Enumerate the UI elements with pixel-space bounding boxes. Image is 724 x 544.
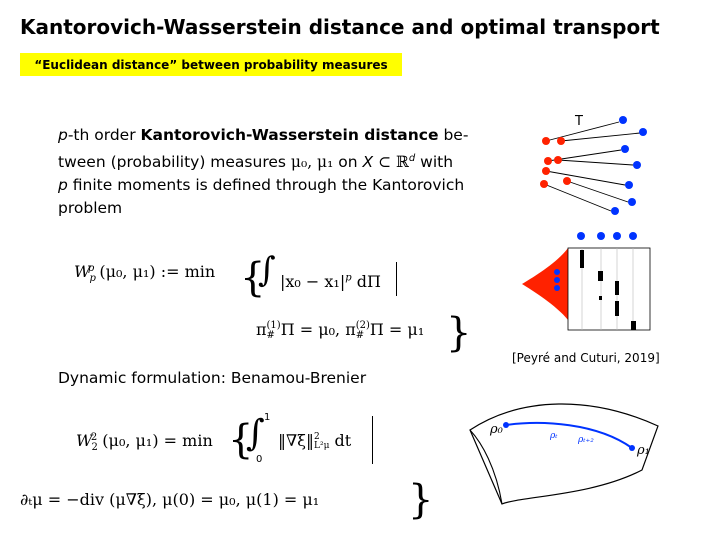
subtitle-banner: “Euclidean distance” between probability… bbox=[20, 53, 402, 76]
integral-sign-2: ∫ bbox=[246, 413, 265, 454]
rho1-label: ρ₁ bbox=[636, 443, 650, 458]
subset-symbol: ⊂ ℝ bbox=[373, 153, 409, 172]
pi2-sup: (2) bbox=[355, 319, 370, 331]
t-label: T bbox=[574, 114, 583, 129]
continuity-equation: ∂ₜμ = −div (μ∇ξ), μ(0) = μ₀, μ(1) = μ₁ bbox=[20, 490, 320, 509]
target-points bbox=[611, 116, 647, 215]
source-density bbox=[522, 248, 568, 320]
top-blue-points bbox=[577, 232, 637, 240]
norm-sup: 2 bbox=[313, 431, 320, 442]
integral-sign: ∫ bbox=[258, 250, 276, 290]
mu-pair: μ₀, μ₁ bbox=[290, 153, 334, 172]
geodesic-curve bbox=[505, 421, 633, 449]
right-brace-2: } bbox=[408, 477, 434, 523]
constraint-end: Π = μ₁ bbox=[369, 320, 425, 339]
text-fragment: be- bbox=[438, 126, 469, 144]
benamou-brenier-equation: W22 (μ₀, μ₁) = min bbox=[76, 431, 213, 453]
constraint-mid: Π = μ₀, π bbox=[280, 320, 356, 339]
transport-map-figure: T bbox=[540, 114, 647, 215]
left-blue-points bbox=[554, 269, 560, 291]
dynamic-heading: Dynamic formulation: Benamou-Brenier bbox=[58, 369, 367, 387]
integrand: |x₀ − x₁| bbox=[280, 272, 346, 291]
eq1-args: (μ₀, μ₁) := min bbox=[99, 262, 216, 281]
slide-title: Kantorovich-Wasserstein distance and opt… bbox=[20, 15, 660, 39]
w-symbol: W bbox=[74, 262, 91, 281]
coupling-box bbox=[567, 247, 651, 331]
eq1-integrand: |x₀ − x₁|p dΠ bbox=[280, 272, 381, 291]
left-brace: { bbox=[240, 255, 266, 301]
subtitle-text: “Euclidean distance” between probability… bbox=[34, 57, 388, 72]
manifold-surface bbox=[469, 403, 659, 505]
coupling-matrix-figure bbox=[522, 232, 651, 331]
eq3-args: (μ₀, μ₁) = min bbox=[102, 431, 213, 450]
geodesic-path-figure: ρ₀ ρ₁ ρₜ ρₜ₊₂ bbox=[469, 403, 659, 505]
w2-symbol: W bbox=[76, 431, 93, 450]
bold-term: Kantorovich-Wasserstein distance bbox=[140, 126, 439, 144]
text-fragment: tween (probability) measures bbox=[58, 153, 291, 172]
integrand-power: p bbox=[345, 272, 352, 284]
integral-upper: 1 bbox=[264, 412, 271, 423]
dt: dt bbox=[329, 431, 352, 450]
d-pi: dΠ bbox=[351, 272, 381, 291]
norm-sub: L²μ bbox=[313, 440, 330, 451]
pi-symbol: π bbox=[256, 320, 267, 339]
p-var-2: p bbox=[58, 176, 68, 195]
reference-citation: [Peyré and Cuturi, 2019] bbox=[512, 351, 660, 365]
rhot2-label: ρₜ₊₂ bbox=[577, 435, 594, 445]
transport-arrows bbox=[543, 121, 641, 212]
d-var: d bbox=[408, 153, 416, 164]
pi2-sub: # bbox=[355, 329, 365, 341]
separator-bar-2 bbox=[372, 416, 373, 464]
text-fragment: finite moments is defined through the Ka… bbox=[67, 176, 465, 195]
x-var: X bbox=[362, 153, 374, 172]
path-points bbox=[503, 422, 635, 451]
manifold-edge bbox=[469, 429, 503, 505]
rhot-label: ρₜ bbox=[549, 431, 558, 441]
coupling-gridlines bbox=[581, 248, 634, 330]
text-fragment: with bbox=[415, 153, 454, 172]
marginal-constraints: π(1)#Π = μ₀, π(2)#Π = μ₁ bbox=[256, 320, 424, 341]
integral-lower: 0 bbox=[256, 454, 263, 465]
w-subscript: p bbox=[89, 273, 96, 285]
w2-superscript: 2 bbox=[90, 431, 98, 443]
right-brace: } bbox=[446, 310, 472, 356]
w-superscript: p bbox=[87, 262, 95, 274]
source-points bbox=[540, 137, 571, 188]
norm-grad: ‖∇ξ‖ bbox=[278, 431, 314, 450]
w2-subscript: 2 bbox=[91, 442, 98, 454]
text-fragment: problem bbox=[58, 199, 123, 218]
text-fragment: on bbox=[333, 153, 363, 172]
left-brace-2: { bbox=[228, 417, 254, 463]
coupling-cells bbox=[580, 250, 636, 330]
path-labels: ρ₀ ρ₁ ρₜ ρₜ₊₂ bbox=[489, 422, 650, 458]
p-var: p bbox=[58, 126, 68, 144]
pi1-sup: (1) bbox=[266, 319, 281, 331]
pi1-sub: # bbox=[266, 329, 275, 341]
rho0-label: ρ₀ bbox=[489, 422, 504, 437]
kantorovich-equation: Wpp (μ₀, μ₁) := min bbox=[74, 262, 215, 284]
separator-bar bbox=[396, 262, 397, 296]
definition-paragraph: p-th order Kantorovich-Wasserstein dista… bbox=[58, 124, 488, 220]
text-fragment: -th order bbox=[67, 126, 141, 144]
